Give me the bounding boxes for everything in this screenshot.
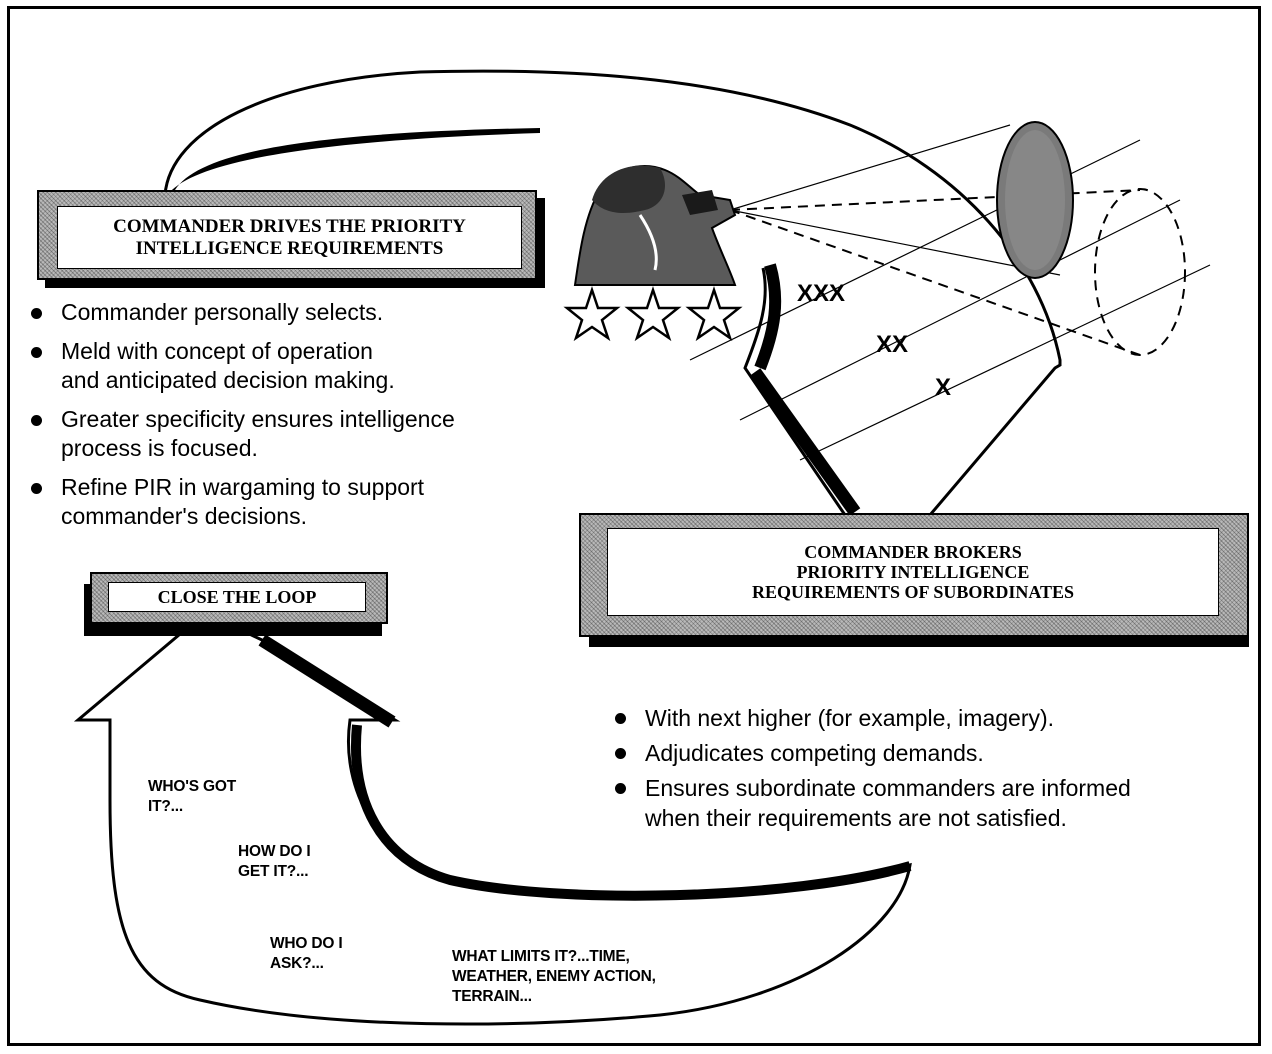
pir-bullet-list: Commander personally selects. Meld with … [29,298,549,531]
echelon-division: XX [876,331,909,358]
loop-title: CLOSE THE LOOP [108,582,366,612]
pir-title-line-1: COMMANDER DRIVES THE PRIORITY [113,216,466,238]
pir-bullet: Refine PIR in wargaming to support comma… [29,473,549,531]
bullet-icon [615,713,626,724]
diagram-frame [7,6,1261,1046]
bottom-arrow-shade [258,634,396,728]
bullet-icon [615,783,626,794]
question-who-ask: WHO DO I ASK?... [270,935,343,973]
bullet-icon [31,415,42,426]
broker-bullet: Ensures subordinate commanders are infor… [613,773,1253,833]
broker-title: COMMANDER BROKERS PRIORITY INTELLIGENCE … [607,528,1219,616]
top-loop-inner [170,128,540,192]
broker-title-line-2: PRIORITY INTELLIGENCE [796,561,1030,582]
bullet-icon [31,308,42,319]
bullet-icon [31,347,42,358]
top-arrowhead-shade [749,368,861,516]
echelon-corps: XXX [797,280,846,307]
pir-title-line-2: INTELLIGENCE REQUIREMENTS [135,237,444,259]
broker-title-line-3: REQUIREMENTS OF SUBORDINATES [751,582,1075,603]
top-arrow-shade [754,263,782,371]
top-loop-arrow [163,69,1062,517]
soldier-figure [573,165,737,286]
broker-bullet: With next higher (for example, imagery). [613,703,1253,733]
question-what-limits: WHAT LIMITS IT?...TIME, WEATHER, ENEMY A… [452,948,656,1006]
bullet-icon [615,748,626,759]
bottom-arrow-shade-2 [351,724,912,901]
broker-title-line-1: COMMANDER BROKERS [804,541,1022,562]
broker-bullet: Adjudicates competing demands. [613,738,1253,768]
pir-bullet: Greater specificity ensures intelligence… [29,405,549,463]
bullet-icon [31,483,42,494]
question-how-get-it: HOW DO I GET IT?... [238,843,311,881]
loop-title-label: CLOSE THE LOOP [157,586,317,607]
general-stars [563,286,743,342]
broker-bullet-list: With next higher (for example, imagery).… [613,703,1253,833]
pir-bullet: Commander personally selects. [29,298,549,327]
question-who-has-it: WHO'S GOT IT?... [148,778,236,816]
echelon-brigade: X [935,374,952,401]
pir-title: COMMANDER DRIVES THE PRIORITY INTELLIGEN… [57,206,522,269]
pir-bullet: Meld with concept of operation and antic… [29,337,549,395]
